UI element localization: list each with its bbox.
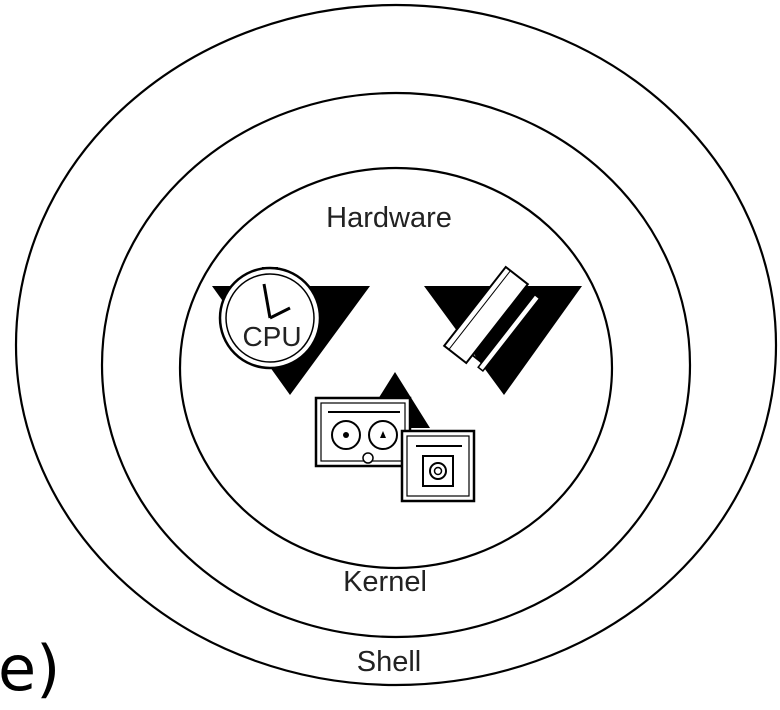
disk-drive-icon [402,431,474,501]
hardware-label: Hardware [326,202,452,234]
kernel-ring [102,93,690,637]
shell-label: Shell [357,646,422,678]
kernel-label: Kernel [343,566,427,598]
cpu-label: CPU [242,321,301,352]
cropped-text: e) [0,632,60,705]
clock-cpu-icon: CPU [220,268,320,368]
tape-drive-icon [316,398,410,466]
